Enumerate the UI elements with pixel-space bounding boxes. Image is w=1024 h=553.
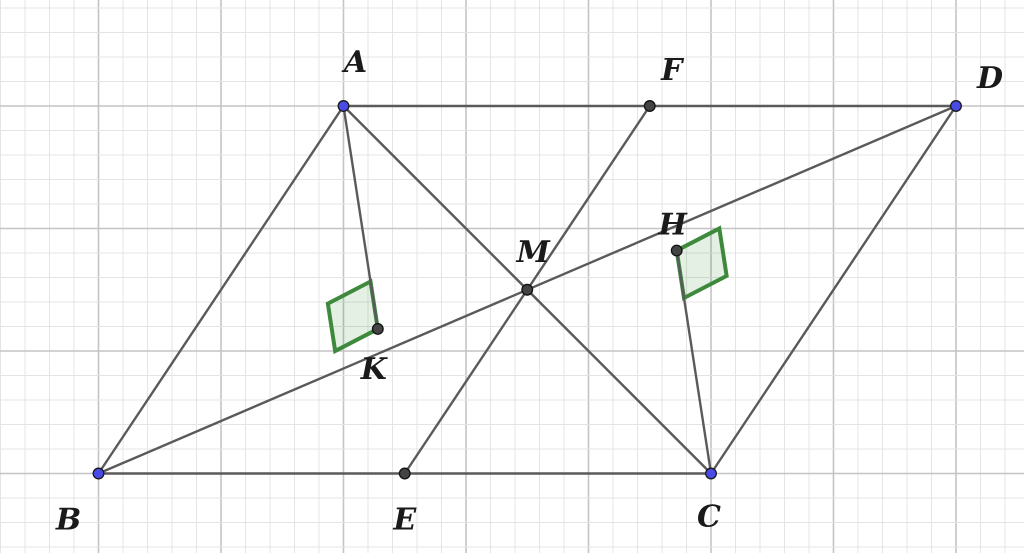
segment-AK [342,104,379,331]
point-F[interactable] [643,100,656,112]
segment-CD [709,104,958,475]
point-label-C: C [697,500,721,535]
point-label-E: E [392,503,417,538]
point-K[interactable] [371,323,384,335]
point-H[interactable] [670,244,683,257]
point-label-B: B [55,503,81,538]
point-labels: A B C D E F M H K [55,45,1003,538]
point-label-A: A [341,45,367,80]
segment-CH [675,249,713,475]
point-M[interactable] [521,283,534,296]
point-A[interactable] [337,100,350,112]
point-C[interactable] [705,467,717,480]
point-label-F: F [660,53,685,88]
point-label-D: D [976,61,1003,96]
right-angle-markers [325,225,729,355]
points [92,100,962,480]
point-label-M: M [516,235,551,270]
point-label-K: K [360,352,389,387]
segment-AB [97,104,345,475]
point-E[interactable] [398,467,411,480]
right-angle-marker-K [325,278,380,355]
point-B[interactable] [92,467,105,480]
point-D[interactable] [950,100,962,112]
point-label-H: H [658,208,689,243]
